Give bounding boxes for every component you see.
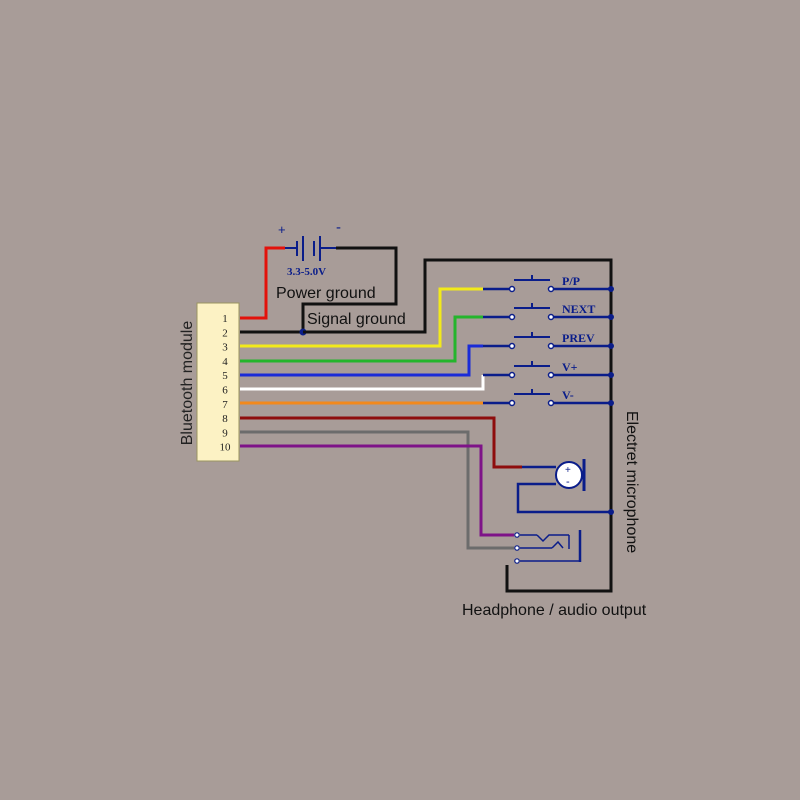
button-label: PREV [562, 331, 595, 345]
bluetooth-module-box [196, 302, 240, 462]
button-vminus [483, 389, 614, 407]
signal-ground-wire [303, 258, 613, 593]
headphone-jack-symbol [514, 530, 582, 564]
pin8-wire [240, 416, 522, 469]
mic-plus-label: + [565, 465, 571, 476]
pin-number-label: 1 [222, 313, 228, 325]
pin-number-label: 6 [222, 385, 228, 397]
bluetooth-module-label: Bluetooth module [179, 321, 196, 446]
button-label: V+ [562, 360, 578, 374]
button-label: NEXT [562, 302, 595, 316]
pin5-wire [240, 344, 483, 377]
signal-ground-label: Signal ground [307, 311, 406, 328]
pin4-wire [240, 315, 483, 363]
mic-ground-dot [608, 509, 614, 515]
pin9-wire [240, 430, 514, 550]
power-ground-label: Power ground [276, 285, 376, 302]
microphone-symbol [516, 459, 614, 515]
pin-number-label: 2 [222, 327, 228, 339]
pin-number-label: 3 [222, 342, 228, 354]
button-label: V- [562, 388, 574, 402]
power-ground-wire [240, 246, 398, 334]
mic-minus-label: - [566, 476, 570, 488]
button-label: P/P [562, 274, 580, 288]
button-prev [483, 332, 614, 350]
power-positive-wire [240, 246, 285, 320]
pin-label-group: 1 2 3 4 5 6 7 8 9 10 [220, 313, 232, 454]
battery-plus-label: + [278, 222, 286, 237]
microphone-label: Electret microphone [623, 411, 640, 553]
pin-number-label: 8 [222, 413, 228, 425]
button-vplus [483, 361, 614, 379]
pin-number-label: 9 [222, 427, 228, 439]
pin-number-label: 5 [222, 370, 228, 382]
pin10-wire [240, 444, 514, 537]
battery-minus-label: - [336, 219, 341, 236]
button-label-group: P/P NEXT PREV V+ V- [562, 274, 595, 402]
pin-number-label: 10 [220, 442, 232, 454]
push-button-group [483, 275, 614, 407]
battery-symbol [285, 236, 336, 261]
mic-negative-lead [516, 482, 611, 514]
battery-voltage-label: 3.3-5.0V [287, 266, 326, 278]
button-next [483, 303, 614, 321]
pin3-wire [240, 287, 483, 348]
mic-capsule [555, 461, 583, 489]
headphone-label: Headphone / audio output [462, 602, 647, 619]
pin6-wire [240, 375, 485, 391]
pin-number-label: 4 [222, 356, 228, 368]
button-pp [483, 275, 614, 293]
pin-number-label: 7 [222, 399, 228, 411]
